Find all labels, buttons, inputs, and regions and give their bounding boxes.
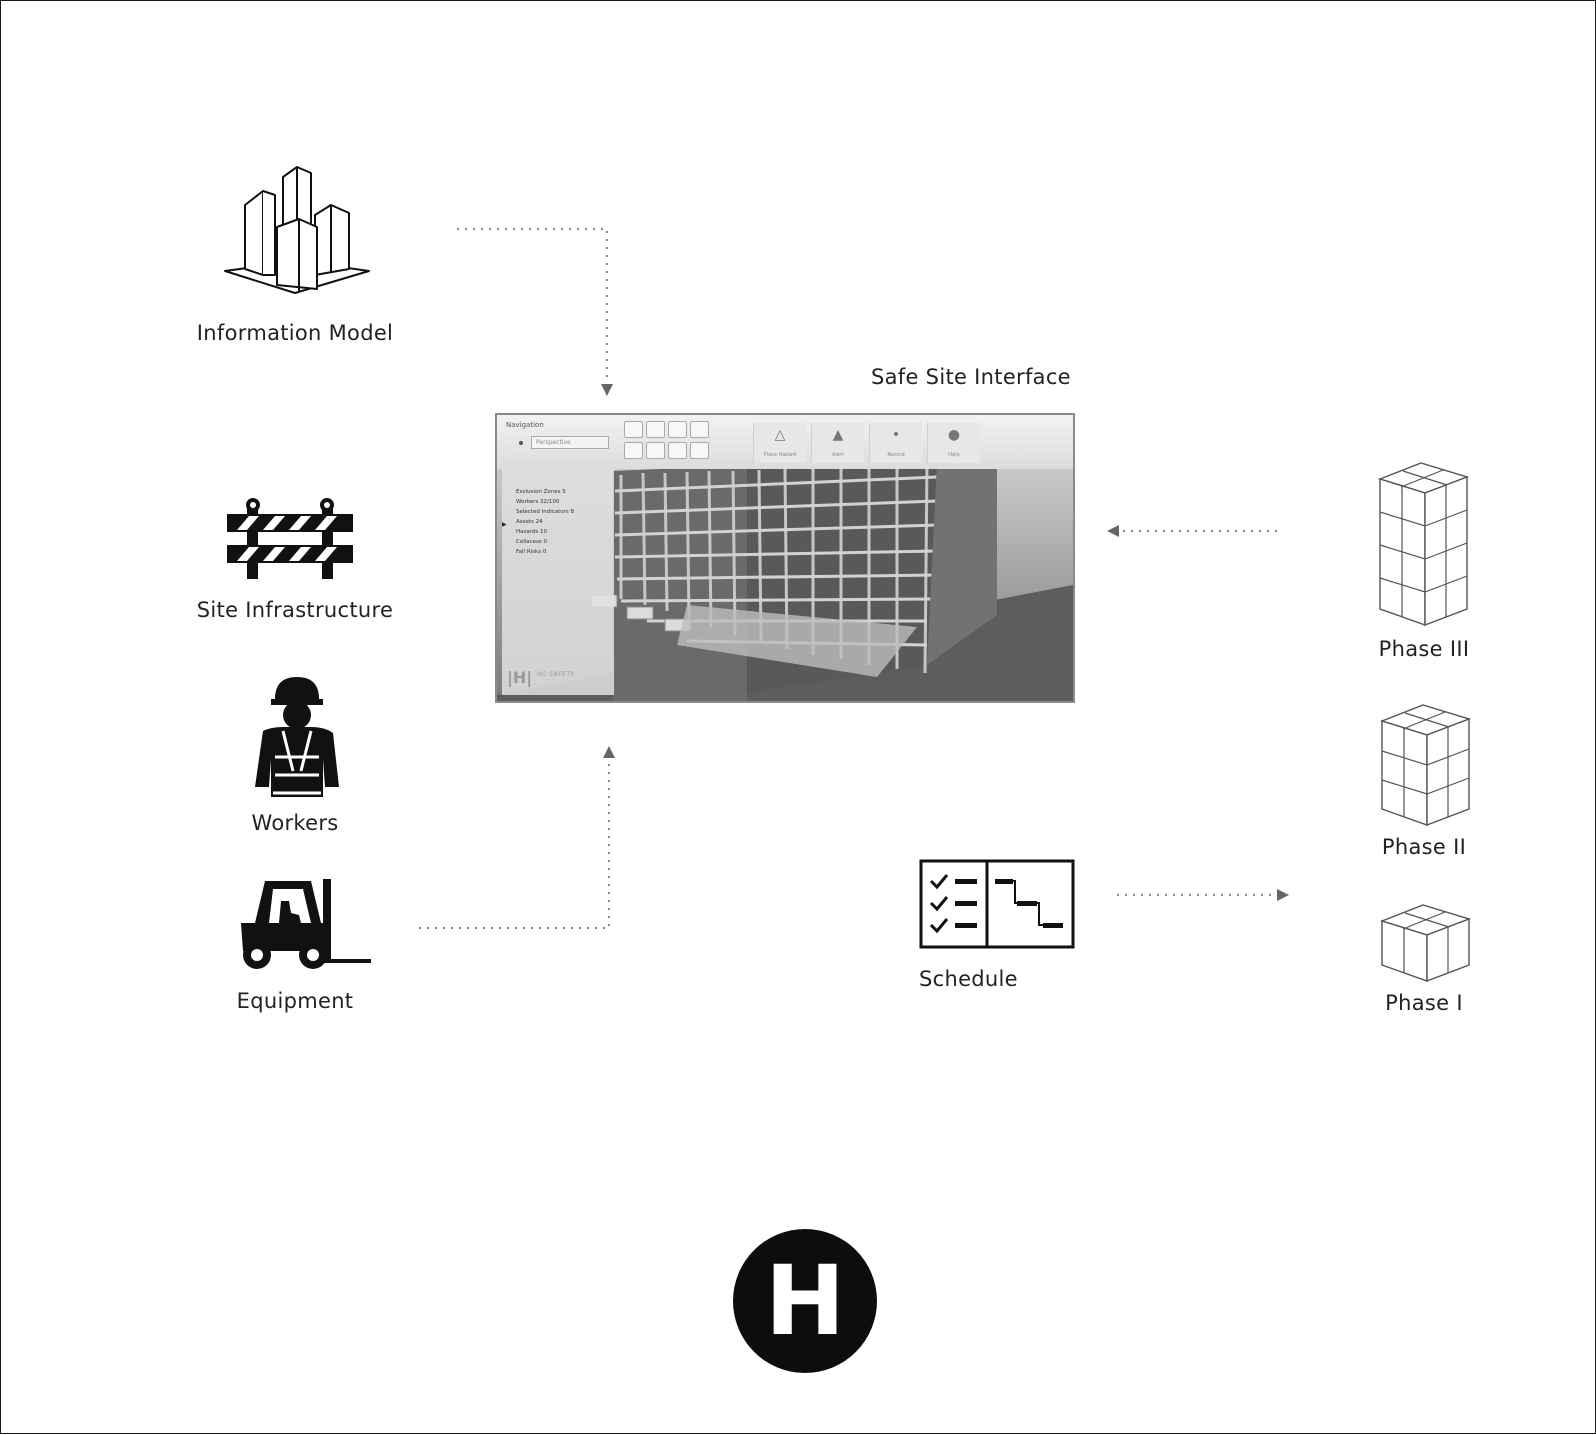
help-button[interactable]: ● Help	[927, 423, 980, 463]
warning-outline-icon: △	[774, 427, 786, 443]
worker-icon	[255, 677, 339, 797]
record-icon: •	[891, 427, 901, 443]
navigation-title: Navigation	[506, 421, 544, 429]
brand-mark-icon: |H|	[507, 668, 533, 687]
tool-crane-button[interactable]	[690, 421, 709, 438]
record-button[interactable]: • Record	[869, 423, 922, 463]
list-item[interactable]: Exclusion Zones 5	[516, 489, 566, 495]
brand-text: HC SAFETY	[537, 671, 575, 678]
label-information-model: Information Model	[196, 321, 394, 345]
interface-toolbar: Navigation Perspective △ Place Hazard ▲ …	[497, 415, 1073, 469]
list-item[interactable]: Assets 24	[516, 519, 543, 525]
list-item[interactable]: Workers 32/100	[516, 499, 560, 505]
block-stack-icon	[1379, 904, 1472, 983]
arrowhead-up	[603, 746, 615, 758]
tool-barrier-button[interactable]	[624, 442, 643, 459]
block-stack-icon	[1379, 704, 1472, 827]
tool-worker-button[interactable]	[624, 421, 643, 438]
arrowhead-right	[1277, 889, 1289, 901]
logo: H	[733, 1229, 877, 1373]
label-equipment: Equipment	[236, 989, 354, 1013]
warning-icon: ▲	[832, 427, 844, 443]
label-phase-2: Phase II	[1381, 835, 1467, 859]
barricade-icon	[227, 498, 353, 579]
label-phase-1: Phase I	[1385, 991, 1463, 1015]
tool-bin-button[interactable]	[668, 442, 687, 459]
buildings-icon	[224, 166, 370, 294]
navigation-dot-icon	[519, 441, 523, 445]
alert-button[interactable]: ▲ Alert	[811, 423, 864, 463]
label-safe-site-interface: Safe Site Interface	[871, 365, 1071, 389]
list-item[interactable]: Selected Indicators 8	[516, 509, 575, 515]
help-icon: ●	[947, 427, 961, 443]
list-item[interactable]: Cellacess 0	[516, 539, 548, 545]
list-item[interactable]: Fall Risks 0	[516, 549, 547, 555]
arrowhead-down	[601, 384, 613, 396]
label-phase-3: Phase III	[1378, 637, 1470, 661]
label-site-infrastructure: Site Infrastructure	[196, 598, 394, 622]
safe-site-interface-screenshot: Navigation Perspective △ Place Hazard ▲ …	[495, 413, 1075, 703]
expand-arrow-icon[interactable]: ▶	[502, 521, 507, 528]
tool-flag-button[interactable]	[690, 442, 709, 459]
tool-truck-button[interactable]	[668, 421, 687, 438]
schedule-icon	[919, 859, 1075, 949]
forklift-icon	[241, 879, 371, 969]
tool-cone-button[interactable]	[646, 442, 665, 459]
layers-panel: Exclusion Zones 5 Workers 32/100 Selecte…	[502, 469, 614, 695]
connector-equipment	[419, 761, 611, 930]
list-item[interactable]: Hazards 10	[516, 529, 548, 535]
arrowhead-left	[1107, 525, 1119, 537]
tool-machine-button[interactable]	[646, 421, 665, 438]
view-select[interactable]: Perspective	[531, 436, 609, 449]
connector-information-model	[457, 227, 609, 381]
label-schedule: Schedule	[919, 967, 1018, 991]
label-workers: Workers	[251, 811, 339, 835]
place-hazard-button[interactable]: △ Place Hazard	[753, 423, 806, 463]
block-stack-icon	[1377, 462, 1470, 627]
